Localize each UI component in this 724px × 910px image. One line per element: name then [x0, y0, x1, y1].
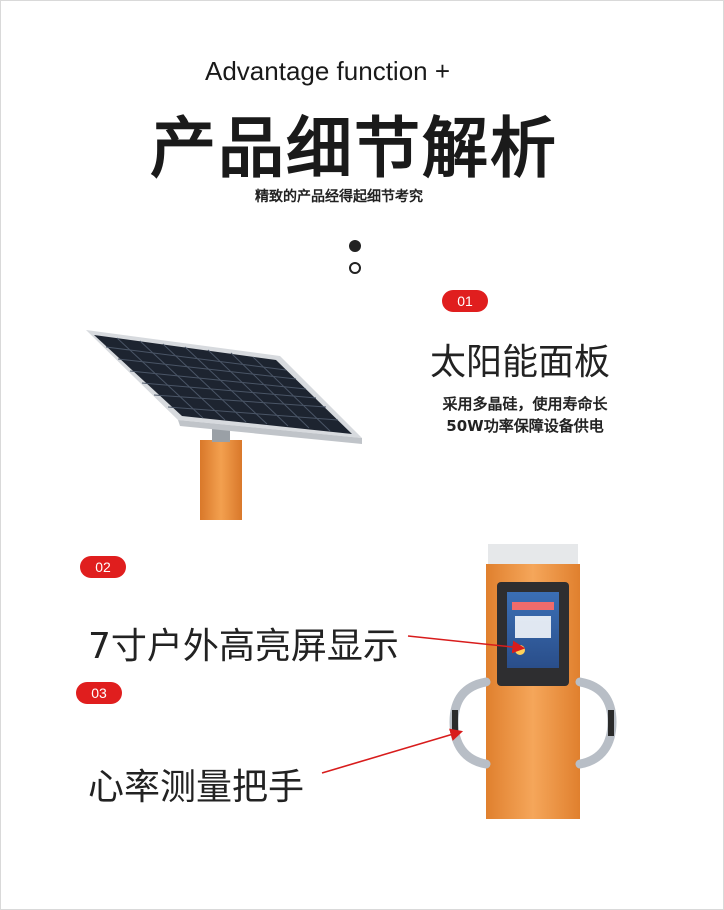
- solar-frame-edge: [178, 420, 362, 444]
- kiosk-top-cap: [488, 544, 578, 564]
- heart-rate-handle-right[interactable]: [575, 677, 617, 769]
- feature-title-solar-panel: 太阳能面板: [430, 342, 611, 383]
- solar-grid: [105, 337, 339, 432]
- feature-number-badge-02: 02: [80, 556, 126, 578]
- feature-title-screen: 7寸户外高亮屏显示: [88, 626, 399, 667]
- screen-banner: [512, 602, 554, 610]
- heart-rate-handle-left[interactable]: [449, 677, 491, 769]
- handle-sensor-right: [608, 710, 614, 736]
- screen-dot: [515, 645, 525, 655]
- chinese-title: 产品细节解析: [150, 110, 558, 187]
- screen-panel: [515, 616, 551, 638]
- feature-desc-line-2: 50W功率保障设备供电: [446, 417, 604, 435]
- feature-desc-solar-panel: 采用多晶硅，使用寿命长 50W功率保障设备供电: [425, 393, 625, 437]
- pager-dot-active[interactable]: [349, 240, 361, 252]
- english-title: Advantage function +: [205, 56, 451, 86]
- feature-number-badge-03: 03: [76, 682, 122, 704]
- solar-pole: [200, 440, 242, 520]
- feature-number-badge-01: 01: [442, 290, 488, 312]
- subtitle: 精致的产品经得起细节考究: [255, 189, 423, 205]
- feature-title-heart-rate-handle: 心率测量把手: [88, 767, 305, 808]
- solar-panel-image: [86, 330, 362, 520]
- kiosk-image: [449, 544, 617, 819]
- solar-cells: [94, 335, 352, 434]
- handle-sensor-left: [452, 710, 458, 736]
- feature-desc-line-1: 采用多晶硅，使用寿命长: [442, 395, 608, 413]
- pager-dot-inactive[interactable]: [349, 262, 361, 274]
- solar-mount: [212, 428, 230, 442]
